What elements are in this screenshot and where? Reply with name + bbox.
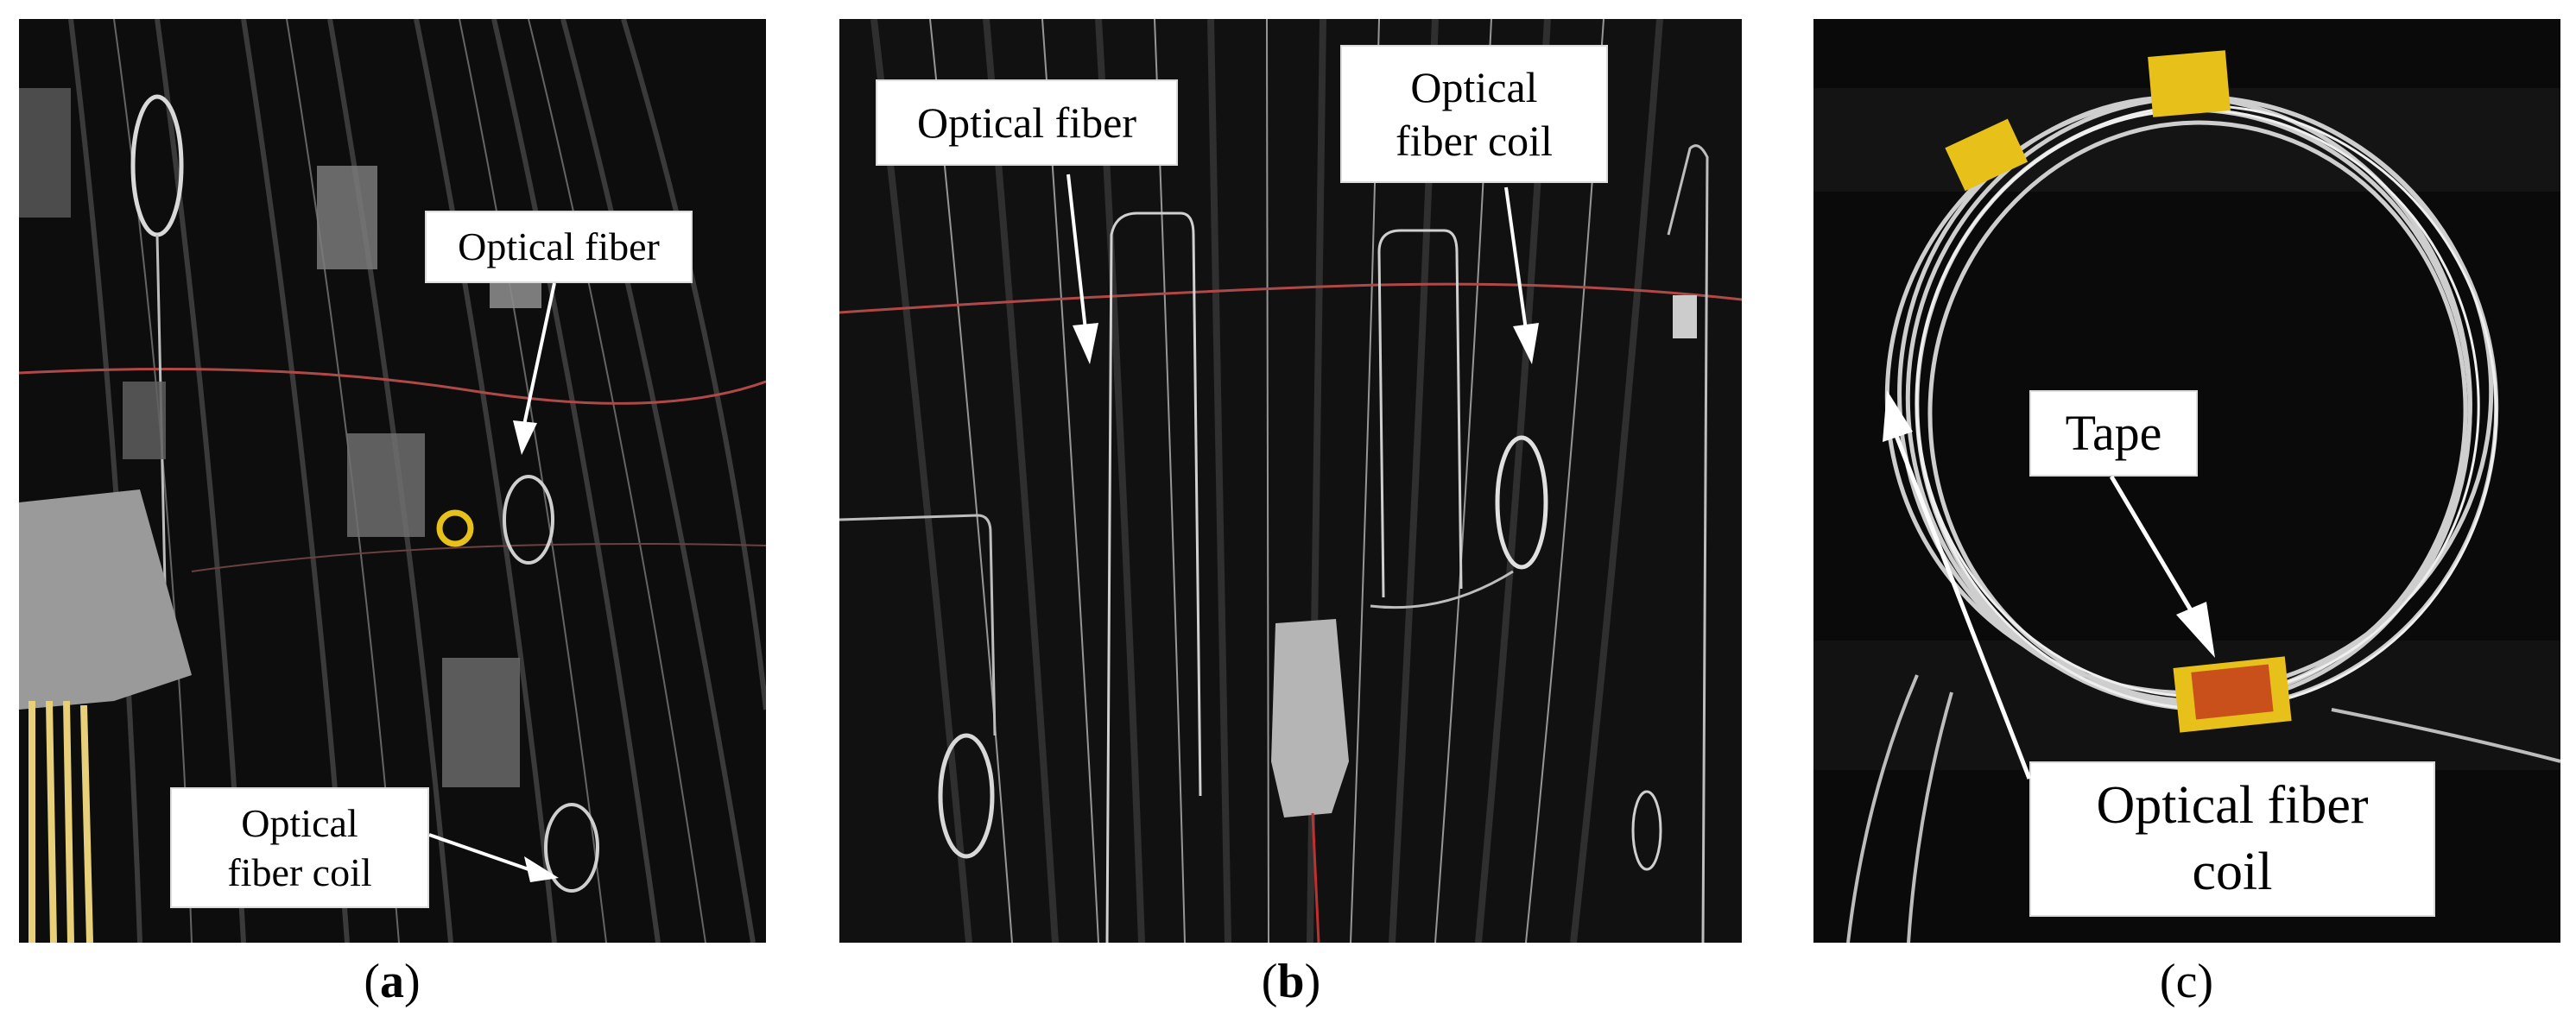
caption-a: (a) [364,955,421,1008]
label-tape: Tape [2029,390,2198,477]
label-optical-fiber-b: Optical fiber [876,79,1178,166]
label-optical-fiber-a: Optical fiber [425,211,693,283]
caption-c: (c) [2159,955,2214,1008]
photo-panel-c: Tape Optical fiber coil [1813,19,2560,943]
label-optical-fiber-coil-c: Optical fiber coil [2029,761,2435,917]
label-optical-fiber-coil-b: Optical fiber coil [1340,45,1608,183]
label-optical-fiber-coil-a: Optical fiber coil [170,787,429,908]
photo-panel-a: Optical fiber Optical fiber coil [19,19,766,943]
photo-panel-b: Optical fiber Optical fiber coil [839,19,1742,943]
caption-b: (b) [1261,955,1321,1008]
